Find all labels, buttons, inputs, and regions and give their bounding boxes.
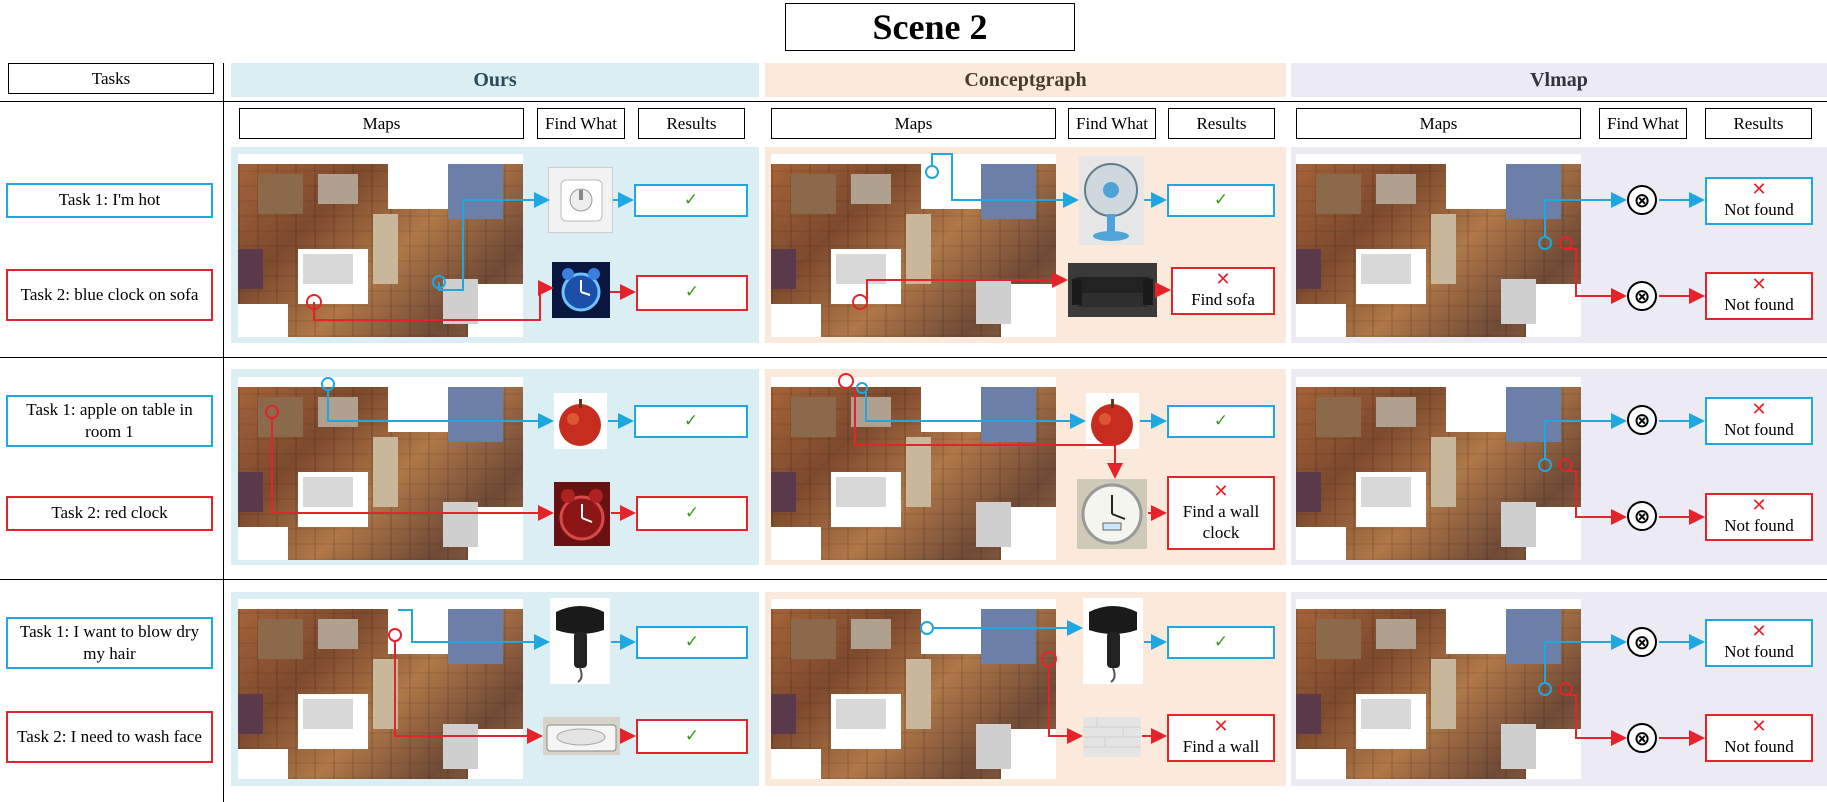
fail-circle-icon: ⊗ <box>1627 501 1657 531</box>
fail-cross-icon: ✕ <box>1751 621 1767 643</box>
hair-dryer-icon <box>550 598 610 684</box>
fail-circle-icon: ⊗ <box>1627 627 1657 657</box>
success-check: ✓ <box>684 282 700 303</box>
col-header-results-ours: Results <box>638 108 745 139</box>
col-header-results-conceptgraph: Results <box>1168 108 1275 139</box>
success-check: ✓ <box>684 502 700 523</box>
result-text: Not found <box>1724 737 1794 757</box>
row-divider <box>0 357 1827 358</box>
success-check: ✓ <box>683 189 699 210</box>
fail-cross-icon: ✕ <box>1213 480 1229 502</box>
result-box: ✕Not found <box>1705 619 1813 667</box>
hair-dryer-icon <box>1083 598 1143 684</box>
success-check: ✓ <box>684 725 700 746</box>
map-image <box>1296 599 1581 779</box>
result-box: ✕Find sofa <box>1171 267 1275 315</box>
sink-icon <box>543 717 620 755</box>
wall-icon <box>1083 717 1141 757</box>
map-image <box>771 377 1056 560</box>
result-box: ✓ <box>636 719 748 754</box>
red-alarm-clock-icon <box>554 482 610 546</box>
result-text: Find sofa <box>1191 290 1255 310</box>
result-box: ✓ <box>636 275 748 311</box>
result-box: ✕Not found <box>1705 272 1813 320</box>
result-text: Not found <box>1724 642 1794 662</box>
result-box: ✓ <box>634 184 748 217</box>
fail-cross-icon: ✕ <box>1213 716 1229 738</box>
task-2-box: Task 2: blue clock on sofa <box>6 269 213 321</box>
map-image <box>1296 154 1581 337</box>
result-box: ✓ <box>1167 184 1275 217</box>
fail-circle-icon: ⊗ <box>1627 185 1657 215</box>
result-box: ✓ <box>1167 405 1275 438</box>
task-2-box: Task 2: I need to wash face <box>6 711 213 763</box>
map-image <box>771 599 1056 779</box>
col-header-find-conceptgraph: Find What <box>1068 108 1156 139</box>
result-text: Find a wall clock <box>1182 501 1260 542</box>
col-header-maps-ours: Maps <box>239 108 524 139</box>
result-box: ✓ <box>636 496 748 531</box>
fail-circle-icon: ⊗ <box>1627 723 1657 753</box>
result-text: Not found <box>1724 295 1794 315</box>
result-text: Not found <box>1724 420 1794 440</box>
method-header-ours: Ours <box>231 63 759 97</box>
col-header-find-vlmap: Find What <box>1599 108 1687 139</box>
result-box: ✕Not found <box>1705 177 1813 225</box>
result-box: ✓ <box>1167 626 1275 659</box>
map-image <box>238 599 523 779</box>
success-check: ✓ <box>684 631 700 652</box>
result-box: ✕Find a wall <box>1167 714 1275 762</box>
wall-clock-icon <box>1077 479 1147 549</box>
sofa-icon <box>1068 263 1157 317</box>
task-1-box: Task 1: I want to blow dry my hair <box>6 617 213 669</box>
col-header-maps-conceptgraph: Maps <box>771 108 1056 139</box>
fail-cross-icon: ✕ <box>1751 179 1767 201</box>
col-header-find-ours: Find What <box>537 108 625 139</box>
tasks-header: Tasks <box>8 63 214 94</box>
method-header-conceptgraph: Conceptgraph <box>765 63 1286 97</box>
result-text: Not found <box>1724 200 1794 220</box>
result-text: Not found <box>1724 516 1794 536</box>
result-box: ✕Not found <box>1705 714 1813 762</box>
map-image <box>771 154 1056 337</box>
result-box: ✕Not found <box>1705 397 1813 445</box>
col-header-results-vlmap: Results <box>1705 108 1812 139</box>
success-check: ✓ <box>1213 631 1229 652</box>
fail-cross-icon: ✕ <box>1751 399 1767 421</box>
success-check: ✓ <box>1213 189 1229 210</box>
fan-switch-icon <box>548 167 613 233</box>
map-image <box>238 154 523 337</box>
apple-icon <box>1086 393 1139 449</box>
result-box: ✕Not found <box>1705 493 1813 541</box>
fail-circle-icon: ⊗ <box>1627 281 1657 311</box>
success-check: ✓ <box>1213 410 1229 431</box>
col-header-maps-vlmap: Maps <box>1296 108 1581 139</box>
row-divider <box>0 579 1827 580</box>
header-divider <box>0 101 1827 102</box>
result-box: ✓ <box>634 405 748 438</box>
result-text: Find a wall <box>1182 737 1260 757</box>
method-header-vlmap: Vlmap <box>1291 63 1827 97</box>
task-1-box: Task 1: I'm hot <box>6 183 213 218</box>
scene-title: Scene 2 <box>785 3 1075 51</box>
fail-circle-icon: ⊗ <box>1627 405 1657 435</box>
fail-cross-icon: ✕ <box>1751 274 1767 296</box>
desk-fan-icon <box>1079 156 1144 245</box>
task-1-box: Task 1: apple on table in room 1 <box>6 395 213 447</box>
task-2-box: Task 2: red clock <box>6 496 213 531</box>
result-box: ✕Find a wall clock <box>1167 476 1275 550</box>
column-divider <box>223 63 224 802</box>
apple-icon <box>554 393 607 449</box>
map-image <box>1296 377 1581 560</box>
fail-cross-icon: ✕ <box>1215 269 1231 291</box>
blue-alarm-clock-icon <box>552 262 610 318</box>
success-check: ✓ <box>683 410 699 431</box>
fail-cross-icon: ✕ <box>1751 716 1767 738</box>
result-box: ✓ <box>636 626 748 659</box>
map-image <box>238 377 523 560</box>
fail-cross-icon: ✕ <box>1751 495 1767 517</box>
